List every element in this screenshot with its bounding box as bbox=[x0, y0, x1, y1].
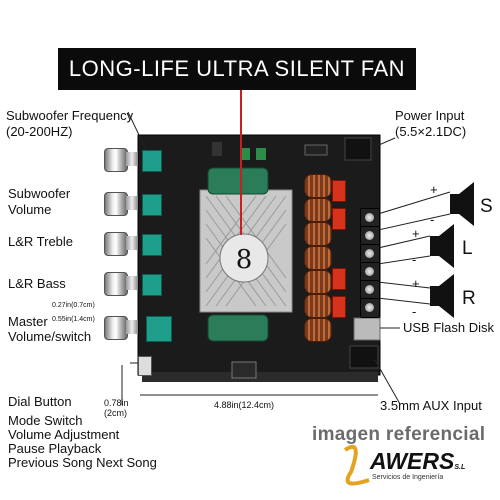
red-capacitor-2 bbox=[332, 208, 346, 230]
knob-shaft-3 bbox=[126, 236, 138, 250]
sign-r-minus: - bbox=[412, 304, 417, 319]
pot-body-2 bbox=[142, 194, 162, 216]
label-master-line1: Master bbox=[8, 314, 48, 329]
fan-banner: LONG-LIFE ULTRA SILENT FAN bbox=[58, 48, 416, 90]
label-bass: L&R Bass bbox=[8, 276, 66, 291]
sign-r-plus: + bbox=[412, 276, 420, 291]
label-subwoofer-volume: Subwoofer Volume bbox=[8, 186, 70, 218]
inductor-3 bbox=[304, 222, 332, 246]
watermark-tagline: Servicios de Ingeniería bbox=[372, 474, 444, 481]
speaker-l-icon bbox=[430, 224, 454, 268]
inductor-2 bbox=[304, 198, 332, 222]
sign-l-minus: - bbox=[412, 252, 417, 267]
sign-l-plus: + bbox=[412, 226, 420, 241]
knob-bass[interactable] bbox=[104, 272, 128, 296]
knob-treble[interactable] bbox=[104, 232, 128, 256]
red-capacitor-1 bbox=[332, 180, 346, 202]
label-dim-078: 0.78in (2cm) bbox=[104, 398, 129, 418]
label-mode-switch: Mode Switch bbox=[8, 413, 83, 428]
label-dim-055: 0.55in(1.4cm) bbox=[52, 316, 95, 323]
label-prev-next-song: Previous Song Next Song bbox=[8, 455, 157, 470]
label-mode-list: Mode Switch Volume Adjustment Pause Play… bbox=[8, 414, 157, 470]
bluetooth-chip bbox=[231, 361, 257, 379]
small-cap-1 bbox=[212, 142, 222, 156]
knob-subwoofer-volume[interactable] bbox=[104, 192, 128, 216]
watermark-brand: AWERSS.L bbox=[370, 448, 465, 475]
label-power-input-line2: (5.5×2.1DC) bbox=[395, 124, 467, 139]
label-pause-playback: Pause Playback bbox=[8, 441, 102, 456]
speaker-r-label: R bbox=[462, 288, 476, 309]
banner-title: LONG-LIFE ULTRA SILENT FAN bbox=[68, 56, 406, 81]
pot-body-1 bbox=[142, 150, 162, 172]
label-subwoofer-volume-line2: Volume bbox=[8, 202, 52, 217]
knob-subwoofer-frequency[interactable] bbox=[104, 148, 128, 172]
knob-shaft-1 bbox=[126, 152, 138, 166]
fan-logo: 8 bbox=[236, 245, 253, 275]
red-capacitor-3 bbox=[332, 268, 346, 290]
speaker-terminal-3[interactable] bbox=[360, 244, 380, 264]
label-power-input-line1: Power Input bbox=[395, 108, 465, 123]
pot-body-5 bbox=[146, 316, 172, 342]
inductor-1 bbox=[304, 174, 332, 198]
label-dim-488: 4.88in(12.4cm) bbox=[214, 400, 275, 410]
red-capacitor-4 bbox=[332, 296, 346, 318]
inductor-7 bbox=[304, 318, 332, 342]
label-dim-027: 0.27in(0.7cm) bbox=[52, 302, 95, 309]
label-subwoofer-frequency: Subwoofer Frequency (20-200HZ) bbox=[6, 108, 133, 140]
power-jack bbox=[344, 137, 372, 161]
capacitor-top bbox=[207, 167, 269, 195]
small-cap-3 bbox=[256, 148, 266, 160]
speaker-terminal-4[interactable] bbox=[360, 262, 380, 282]
watermark-brand-text: AWERS bbox=[370, 448, 455, 474]
pcb-edge bbox=[142, 372, 378, 382]
speaker-s-label: S bbox=[480, 196, 493, 217]
speaker-terminal-1[interactable] bbox=[360, 208, 380, 228]
label-subwoofer-volume-line1: Subwoofer bbox=[8, 186, 71, 201]
usb-port bbox=[353, 317, 381, 341]
knob-shaft-2 bbox=[126, 196, 138, 210]
label-aux: 3.5mm AUX Input bbox=[380, 398, 482, 413]
capacitor-bottom bbox=[207, 314, 269, 342]
inductor-5 bbox=[304, 270, 332, 294]
knob-master-volume[interactable] bbox=[104, 316, 128, 340]
pot-body-4 bbox=[142, 274, 162, 296]
knob-shaft-5 bbox=[126, 320, 138, 334]
speaker-r-icon bbox=[430, 274, 454, 318]
inductor-4 bbox=[304, 246, 332, 270]
speaker-terminal-2[interactable] bbox=[360, 226, 380, 246]
label-treble: L&R Treble bbox=[8, 234, 74, 249]
speaker-l-label: L bbox=[462, 238, 473, 259]
sign-s-plus: + bbox=[430, 182, 438, 197]
knob-shaft-4 bbox=[126, 276, 138, 290]
label-master: Master Volume/switch bbox=[8, 314, 91, 344]
speaker-terminal-5[interactable] bbox=[360, 280, 380, 300]
label-dim-078-line1: 0.78in bbox=[104, 398, 129, 408]
label-power-input: Power Input (5.5×2.1DC) bbox=[395, 108, 466, 140]
label-usb: USB Flash Disk bbox=[403, 320, 495, 335]
speaker-terminal-6[interactable] bbox=[360, 298, 380, 318]
speaker-s-icon bbox=[450, 182, 474, 226]
label-subwoofer-frequency-line1: Subwoofer Frequency bbox=[6, 108, 134, 123]
pot-body-3 bbox=[142, 234, 162, 256]
dial-button[interactable] bbox=[138, 356, 152, 376]
label-volume-adjustment: Volume Adjustment bbox=[8, 427, 120, 442]
watermark-caption: imagen referencial bbox=[312, 424, 486, 445]
sign-s-minus: - bbox=[430, 212, 435, 227]
fuse bbox=[304, 144, 328, 156]
inductor-6 bbox=[304, 294, 332, 318]
fan-hub bbox=[219, 233, 269, 283]
small-cap-2 bbox=[240, 148, 250, 160]
label-dial-button: Dial Button bbox=[8, 394, 72, 409]
sawers-logo-mark bbox=[343, 444, 370, 486]
watermark-brand-suffix: S.L bbox=[454, 464, 466, 471]
label-dim-078-line2: (2cm) bbox=[104, 408, 127, 418]
label-subwoofer-frequency-line2: (20-200HZ) bbox=[6, 124, 73, 139]
aux-jack bbox=[349, 345, 379, 369]
label-master-line2: Volume/switch bbox=[8, 329, 92, 344]
